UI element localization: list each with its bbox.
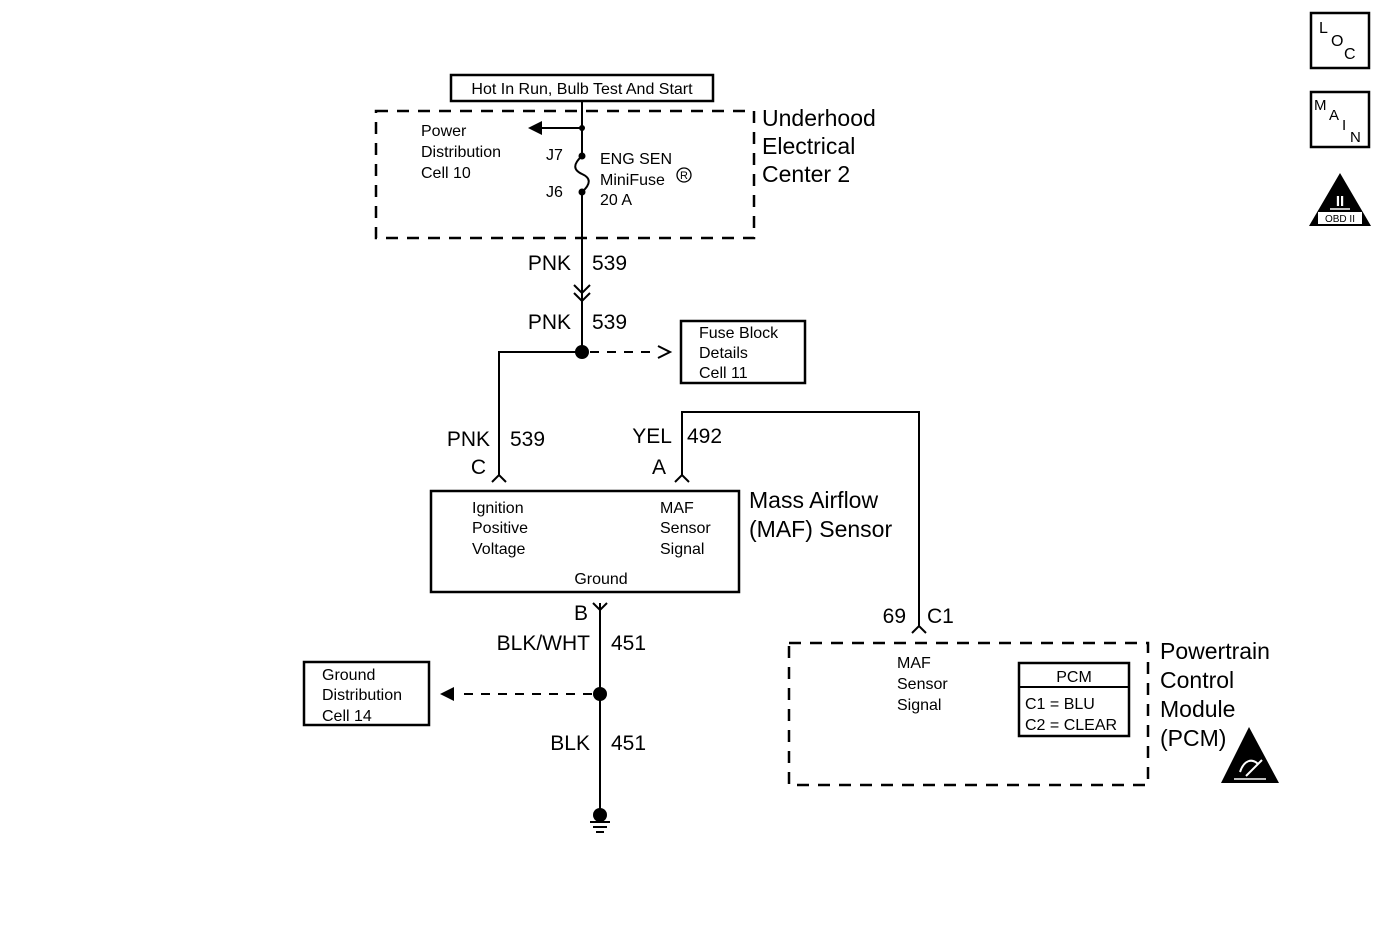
maf-signal-2: Sensor xyxy=(660,520,711,537)
wire-blk-circuit: 451 xyxy=(611,732,646,755)
feed-label-text: Hot In Run, Bulb Test And Start xyxy=(471,81,693,98)
underhood-electrical-center: Underhood Electrical Center 2 Power Dist… xyxy=(374,101,876,240)
pcm-title-4: (PCM) xyxy=(1160,725,1226,751)
feed-label: Hot In Run, Bulb Test And Start xyxy=(449,73,715,103)
pcm-legend-row-2: C2 = CLEAR xyxy=(1025,717,1117,734)
connector-j7: J7 xyxy=(546,147,563,164)
wire-yel-circuit: 492 xyxy=(687,425,722,448)
wire-yel-color: YEL xyxy=(632,425,672,448)
minifuse-icon xyxy=(574,155,590,193)
esd-warning-icon xyxy=(1221,727,1279,783)
power-dist-ref-2: Distribution xyxy=(421,144,501,161)
fuse-block-ref: Fuse Block Details Cell 11 xyxy=(679,319,807,385)
ground-dist-ref-3: Cell 14 xyxy=(322,708,372,725)
maf-pin-c: C xyxy=(471,456,486,479)
maf-signal-3: Signal xyxy=(660,541,704,558)
uec-title-2: Electrical xyxy=(762,133,855,159)
fuse-block-ref-1: Fuse Block xyxy=(699,325,779,342)
fuse-block-ref-3: Cell 11 xyxy=(699,365,748,382)
loc-icon-c: C xyxy=(1344,46,1356,63)
wire-pnk-lower-circuit: 539 xyxy=(592,311,627,334)
pcm-title-3: Module xyxy=(1160,696,1235,722)
pcm-legend-row-1: C1 = BLU xyxy=(1025,696,1095,713)
pcm-title-1: Powertrain xyxy=(1160,638,1270,664)
main-icon-m: M xyxy=(1314,97,1327,114)
maf-pin-c-connector-icon xyxy=(491,473,507,483)
inline-connector-icon xyxy=(573,284,591,303)
uec-title-3: Center 2 xyxy=(762,161,850,187)
ground-dist-ref: Ground Distribution Cell 14 xyxy=(302,660,431,727)
main-icon-n: N xyxy=(1350,129,1361,146)
connector-j6: J6 xyxy=(546,184,563,201)
power-dist-arrow-icon xyxy=(528,121,542,135)
fuse-r-mark-text: R xyxy=(680,170,688,182)
wire-pnk-branch-color: PNK xyxy=(447,428,490,451)
pcm-signal-3: Signal xyxy=(897,697,941,714)
maf-ground-label: Ground xyxy=(574,571,627,588)
maf-ignition-1: Ignition xyxy=(472,500,524,517)
pcm-connector-id: C1 xyxy=(927,605,954,628)
maf-sensor: Ignition Positive Voltage MAF Sensor Sig… xyxy=(429,487,892,594)
splice-ground xyxy=(593,687,607,701)
maf-pin-b: B xyxy=(574,602,588,625)
wire-blk-wht-circuit: 451 xyxy=(611,632,646,655)
maf-pin-a: A xyxy=(652,456,666,479)
loc-icon-o: O xyxy=(1331,33,1343,50)
maf-ignition-3: Voltage xyxy=(472,541,525,558)
pcm-connector-legend: PCM C1 = BLU C2 = CLEAR xyxy=(1017,661,1131,738)
pcm-legend-title: PCM xyxy=(1056,669,1092,686)
wire-pnk-upper-color: PNK xyxy=(528,252,571,275)
wire-blk-color: BLK xyxy=(550,732,590,755)
ground-dist-ref-2: Distribution xyxy=(322,687,402,704)
fuse-block-ref-2: Details xyxy=(699,345,748,362)
power-dist-ref-3: Cell 10 xyxy=(421,165,471,182)
pcm-pin-number: 69 xyxy=(883,605,906,628)
maf-title-2: (MAF) Sensor xyxy=(749,516,892,542)
fuse-r-mark-icon: R xyxy=(676,167,692,183)
obd-ii-numeral: II xyxy=(1336,193,1344,210)
main-icon-i: I xyxy=(1342,117,1346,134)
wire-blk-wht-color: BLK/WHT xyxy=(497,632,591,655)
pcm-pin-connector-icon xyxy=(911,624,927,634)
maf-title-1: Mass Airflow xyxy=(749,487,878,513)
ground-dist-arrow-icon xyxy=(440,687,454,701)
wire-pnk-lower-color: PNK xyxy=(528,311,571,334)
ground-symbol-icon xyxy=(590,808,610,833)
pcm-signal-2: Sensor xyxy=(897,676,948,693)
maf-ignition-2: Positive xyxy=(472,520,528,537)
pcm-title-2: Control xyxy=(1160,667,1234,693)
fuse-label-3: 20 A xyxy=(600,192,632,209)
loc-icon-l: L xyxy=(1319,20,1328,37)
maf-pin-a-connector-icon xyxy=(674,473,690,483)
fuse-label-1: ENG SEN xyxy=(600,151,672,168)
maf-signal-1: MAF xyxy=(660,500,694,517)
pcm-signal-1: MAF xyxy=(897,655,931,672)
wire-pnk-upper-circuit: 539 xyxy=(592,252,627,275)
pcm-module: MAF Sensor Signal PCM C1 = BLU C2 = CLEA… xyxy=(787,638,1279,787)
main-icon[interactable]: M A I N xyxy=(1309,90,1371,149)
fuse-label-2: MiniFuse xyxy=(600,172,665,189)
obd-ii-icon[interactable]: II OBD II xyxy=(1309,173,1371,226)
ground-dist-ref-1: Ground xyxy=(322,667,375,684)
wire-pnk-branch-circuit: 539 xyxy=(510,428,545,451)
loc-icon[interactable]: L O C xyxy=(1309,11,1371,70)
obd-ii-label: OBD II xyxy=(1325,214,1355,225)
power-dist-ref-1: Power xyxy=(421,123,467,140)
uec-title-1: Underhood xyxy=(762,105,876,131)
main-icon-a: A xyxy=(1329,107,1339,124)
